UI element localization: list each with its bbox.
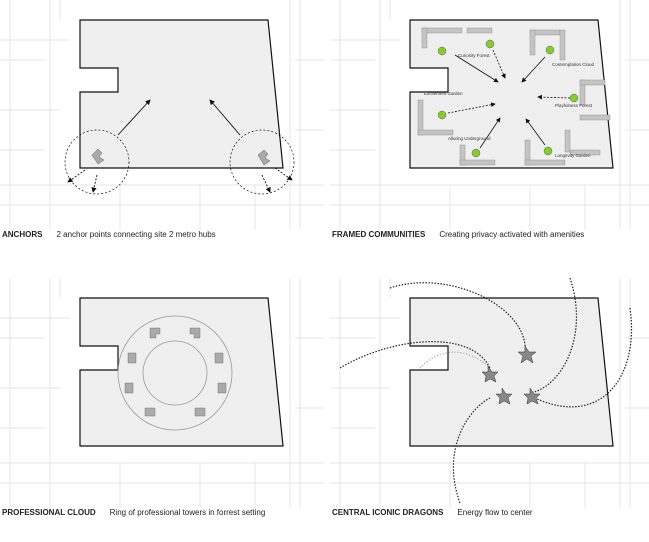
anchor-building <box>91 148 105 165</box>
dragon-icon <box>481 365 499 383</box>
amenity-label: Curiosity Forest <box>458 53 490 58</box>
site-outline <box>79 19 284 169</box>
anchors-diagram <box>0 0 324 230</box>
amenity-label: Contemplation Cloud <box>552 62 595 67</box>
panel-caption: 2 anchor points connecting site 2 metro … <box>56 230 216 239</box>
outer-ring <box>117 315 233 431</box>
caption: ANCHORS 2 anchor points connecting site 2… <box>2 230 216 239</box>
dragon-icon <box>495 387 513 405</box>
panel-framed-communities: Curiosity Forest Contemplation Cloud Exc… <box>330 0 649 264</box>
panel-title: ANCHORS <box>2 230 43 239</box>
panel-title: FRAMED COMMUNITIES <box>332 230 426 239</box>
anchor-building <box>257 149 271 166</box>
panel-caption: Energy flow to center <box>457 508 533 517</box>
amenity-label: Excitement Garden <box>424 91 463 96</box>
amenity-label: Playfulness Forest <box>555 103 593 108</box>
panel-caption: Ring of professional towers in forrest s… <box>109 508 266 517</box>
arrow <box>117 99 151 136</box>
professional-cloud-diagram <box>0 278 324 508</box>
caption: FRAMED COMMUNITIES Creating privacy activ… <box>332 230 584 239</box>
caption: PROFESSIONAL CLOUD Ring of professional t… <box>2 508 265 517</box>
inner-ring <box>142 340 208 406</box>
caption: CENTRAL ICONIC DRAGONS Energy flow to cen… <box>332 508 533 517</box>
framed-communities-diagram: Curiosity Forest Contemplation Cloud Exc… <box>330 0 649 230</box>
panel-caption: Creating privacy activated with amenitie… <box>439 230 585 239</box>
dragon-icon <box>517 345 537 364</box>
panel-title: PROFESSIONAL CLOUD <box>2 508 96 517</box>
metro-hub-radius <box>64 129 130 195</box>
dragon-icon <box>523 387 541 405</box>
amenity-label: Alluring Underground <box>448 136 491 141</box>
panel-anchors: ANCHORS 2 anchor points connecting site 2… <box>0 0 324 264</box>
panel-central-iconic-dragons: CENTRAL ICONIC DRAGONS Energy flow to cen… <box>330 278 649 542</box>
amenity-label: Longevity Garden <box>555 153 591 158</box>
arrow <box>209 99 241 136</box>
panel-professional-cloud: PROFESSIONAL CLOUD Ring of professional t… <box>0 278 324 542</box>
central-dragons-diagram <box>330 278 649 508</box>
metro-hub-radius <box>229 129 295 195</box>
panel-title: CENTRAL ICONIC DRAGONS <box>332 508 444 517</box>
